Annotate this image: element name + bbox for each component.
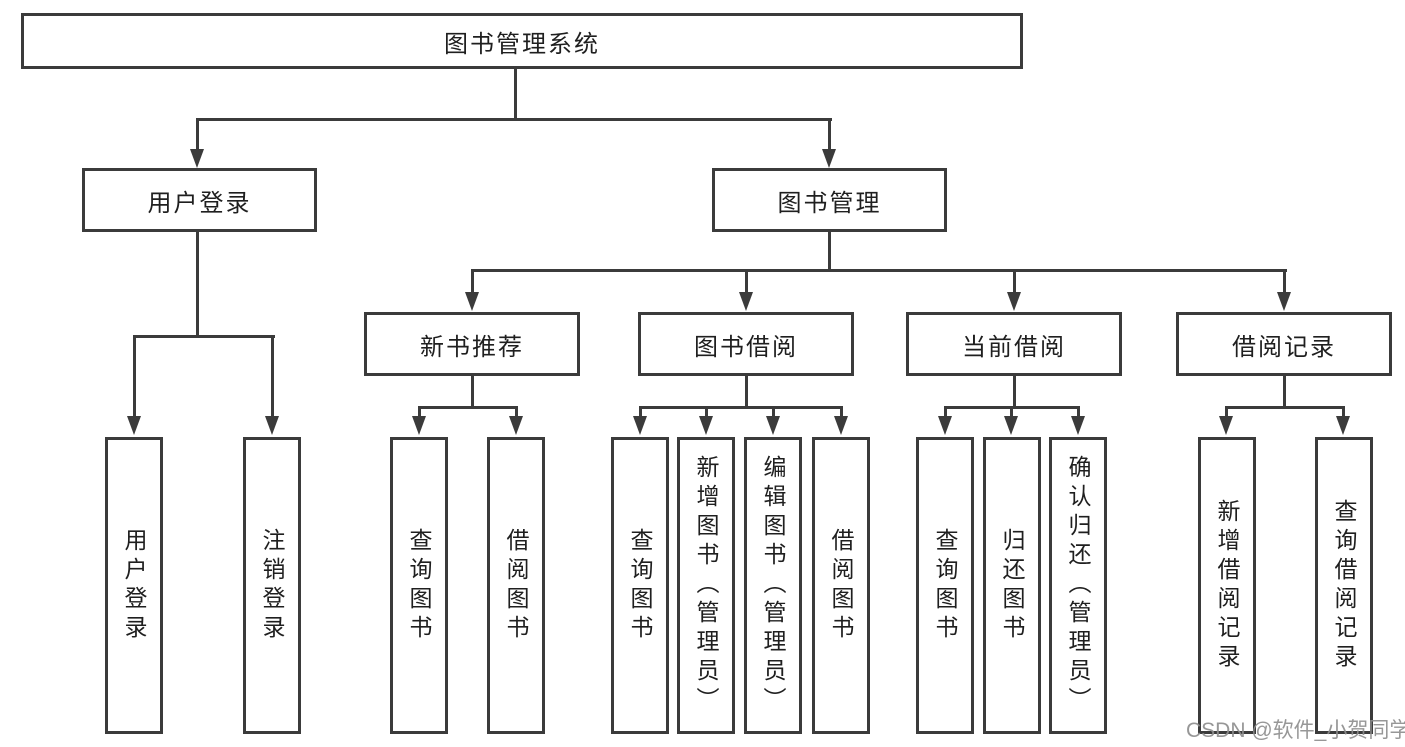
arrow-down-icon — [465, 292, 479, 311]
arrow-down-icon — [190, 149, 204, 168]
arrow-down-icon — [1071, 416, 1085, 435]
node-leaf-query-books-1: 查询图书 — [390, 437, 448, 734]
connector-root-stem — [514, 68, 517, 121]
node-library-management-system: 图书管理系统 — [21, 13, 1023, 69]
arrow-down-icon — [633, 416, 647, 435]
arrow-down-icon — [834, 416, 848, 435]
connector-drop — [705, 406, 708, 420]
connector-borrow-records-stem — [1283, 374, 1286, 409]
node-leaf-query-borrow-record: 查询借阅记录 — [1315, 437, 1373, 734]
node-new-book-recommendation: 新书推荐 — [364, 312, 580, 376]
connector-book-mgmt-stem — [828, 231, 831, 272]
arrow-down-icon — [766, 416, 780, 435]
arrow-down-icon — [699, 416, 713, 435]
connector-drop — [944, 406, 947, 420]
arrow-down-icon — [739, 292, 753, 311]
connector-borrow-records-bracket — [1225, 406, 1345, 409]
connector-drop — [840, 406, 843, 420]
connector-drop — [418, 406, 421, 420]
connector-drop — [1010, 406, 1013, 420]
connector-drop — [1225, 406, 1228, 420]
connector-stem-user-login — [196, 118, 199, 150]
node-leaf-user-login: 用户登录 — [105, 437, 163, 734]
node-leaf-query-books-3: 查询图书 — [916, 437, 974, 734]
node-leaf-confirm-return-admin: 确认归还（管理员） — [1049, 437, 1107, 734]
connector-drop — [515, 406, 518, 420]
node-leaf-add-borrow-record: 新增借阅记录 — [1198, 437, 1256, 734]
connector-drop — [639, 406, 642, 420]
node-user-login: 用户登录 — [82, 168, 317, 232]
arrow-down-icon — [938, 416, 952, 435]
node-book-borrowing: 图书借阅 — [638, 312, 854, 376]
connector-drop — [1077, 406, 1080, 420]
arrow-down-icon — [1336, 416, 1350, 435]
connector-new-books-stem — [471, 374, 474, 409]
arrow-down-icon — [412, 416, 426, 435]
connector-drop — [133, 335, 136, 419]
arrow-down-icon — [822, 149, 836, 168]
connector-drop — [471, 269, 474, 292]
arrow-down-icon — [1007, 292, 1021, 311]
connector-drop — [772, 406, 775, 420]
arrow-down-icon — [1004, 416, 1018, 435]
node-borrowing-records: 借阅记录 — [1176, 312, 1392, 376]
connector-drop — [1342, 406, 1345, 420]
node-current-borrowing: 当前借阅 — [906, 312, 1122, 376]
connector-drop — [271, 335, 274, 419]
arrow-down-icon — [1277, 292, 1291, 311]
node-leaf-borrow-books-1: 借阅图书 — [487, 437, 545, 734]
node-leaf-borrow-books-2: 借阅图书 — [812, 437, 870, 734]
node-leaf-edit-books-admin: 编辑图书（管理员） — [744, 437, 802, 734]
node-book-management: 图书管理 — [712, 168, 947, 232]
connector-current-borrow-stem — [1013, 374, 1016, 409]
arrow-down-icon — [265, 416, 279, 435]
connector-drop — [1013, 269, 1016, 292]
connector-new-books-bracket — [418, 406, 518, 409]
connector-drop — [1283, 269, 1286, 292]
connector-book-borrow-stem — [745, 374, 748, 409]
csdn-watermark: CSDN @软件_小贺同学 — [1186, 719, 1405, 742]
connector-stem-book-management — [828, 118, 831, 150]
arrow-down-icon — [1219, 416, 1233, 435]
connector-book-borrow-bracket — [639, 406, 843, 409]
connector-user-login-stem — [196, 231, 199, 338]
arrow-down-icon — [509, 416, 523, 435]
connector-root-bracket — [196, 118, 832, 121]
connector-drop — [745, 269, 748, 292]
connector-user-login-bracket — [133, 335, 275, 338]
node-leaf-return-books: 归还图书 — [983, 437, 1041, 734]
arrow-down-icon — [127, 416, 141, 435]
connector-book-mgmt-bracket — [471, 269, 1287, 272]
node-leaf-add-books-admin: 新增图书（管理员） — [677, 437, 735, 734]
node-leaf-query-books-2: 查询图书 — [611, 437, 669, 734]
node-leaf-logout: 注销登录 — [243, 437, 301, 734]
